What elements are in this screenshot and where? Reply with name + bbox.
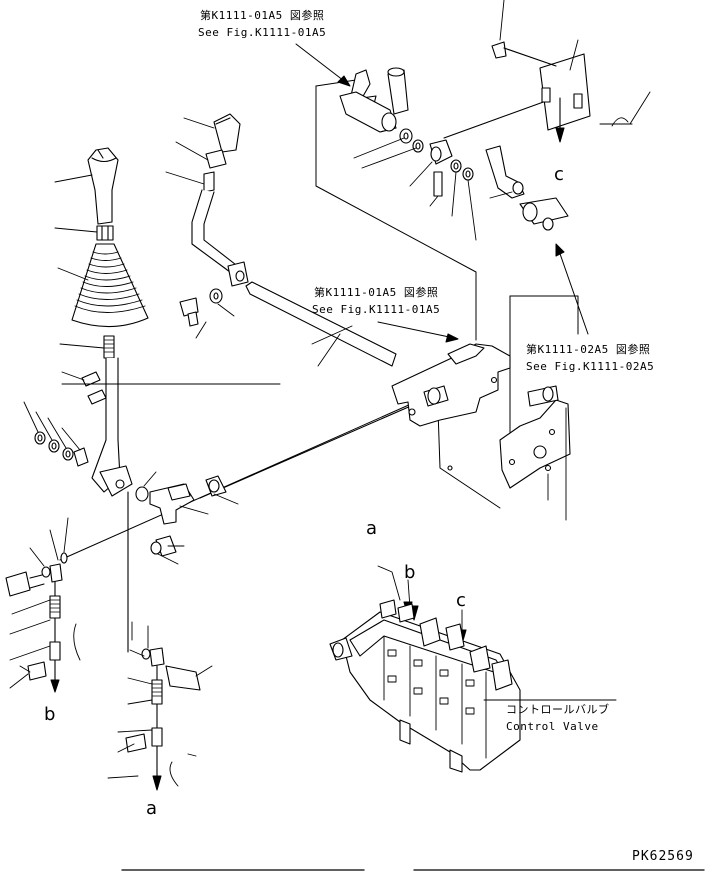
middle-lever-assembly [179,113,397,367]
leader-lines-cable-b [9,517,69,689]
long-shaft [59,399,421,561]
control-valve [329,565,617,773]
cable-b-assembly [5,552,81,693]
control-lever-assembly [34,147,149,497]
marker-c-top: c [554,164,565,185]
arrow-a [152,775,162,791]
cable-a-assembly [125,491,201,791]
ref-mid-label-jp: 第K1111-01A5 図参照 [314,286,439,299]
leader-lines-left [23,174,281,451]
ref-top-label-en: See Fig.K1111-01A5 [198,26,327,39]
ref-right-label-en: See Fig.K1111-02A5 [526,360,655,373]
middle-knob [213,113,241,153]
lever-knob [87,147,119,225]
lever-rod [91,357,121,493]
control-valve-label-jp: コントロールバルブ [506,703,610,716]
ref-mid-label-en: See Fig.K1111-01A5 [312,303,441,316]
marker-a-valve: a [366,518,378,539]
control-valve-label-en: Control Valve [506,720,599,733]
leader-lines-shaft [143,471,239,565]
arrow-c [555,127,565,143]
leader-lines-middle [165,117,353,367]
lever-nut [96,225,114,241]
marker-b-cable: b [44,704,56,725]
leader-lines-top-right [353,137,513,241]
middle-rod [191,189,241,273]
top-valve-parts [339,0,651,231]
mounting-bracket [391,295,579,521]
lever-boot [71,243,149,328]
marker-a-cable: a [146,798,158,819]
marker-c-valve: c [456,590,467,611]
arrow-b [50,679,60,693]
tag-plate [539,53,591,131]
reference-arrows [295,43,589,343]
cross-rod [245,281,397,367]
marker-b-valve: b [404,562,416,583]
ref-right-label-jp: 第K1111-02A5 図参照 [526,343,651,356]
drawing-code: PK62569 [632,849,694,864]
leader-lines-cable-a [107,621,213,779]
reference-frame-top [315,79,477,341]
ref-top-label-jp: 第K1111-01A5 図参照 [200,9,325,22]
